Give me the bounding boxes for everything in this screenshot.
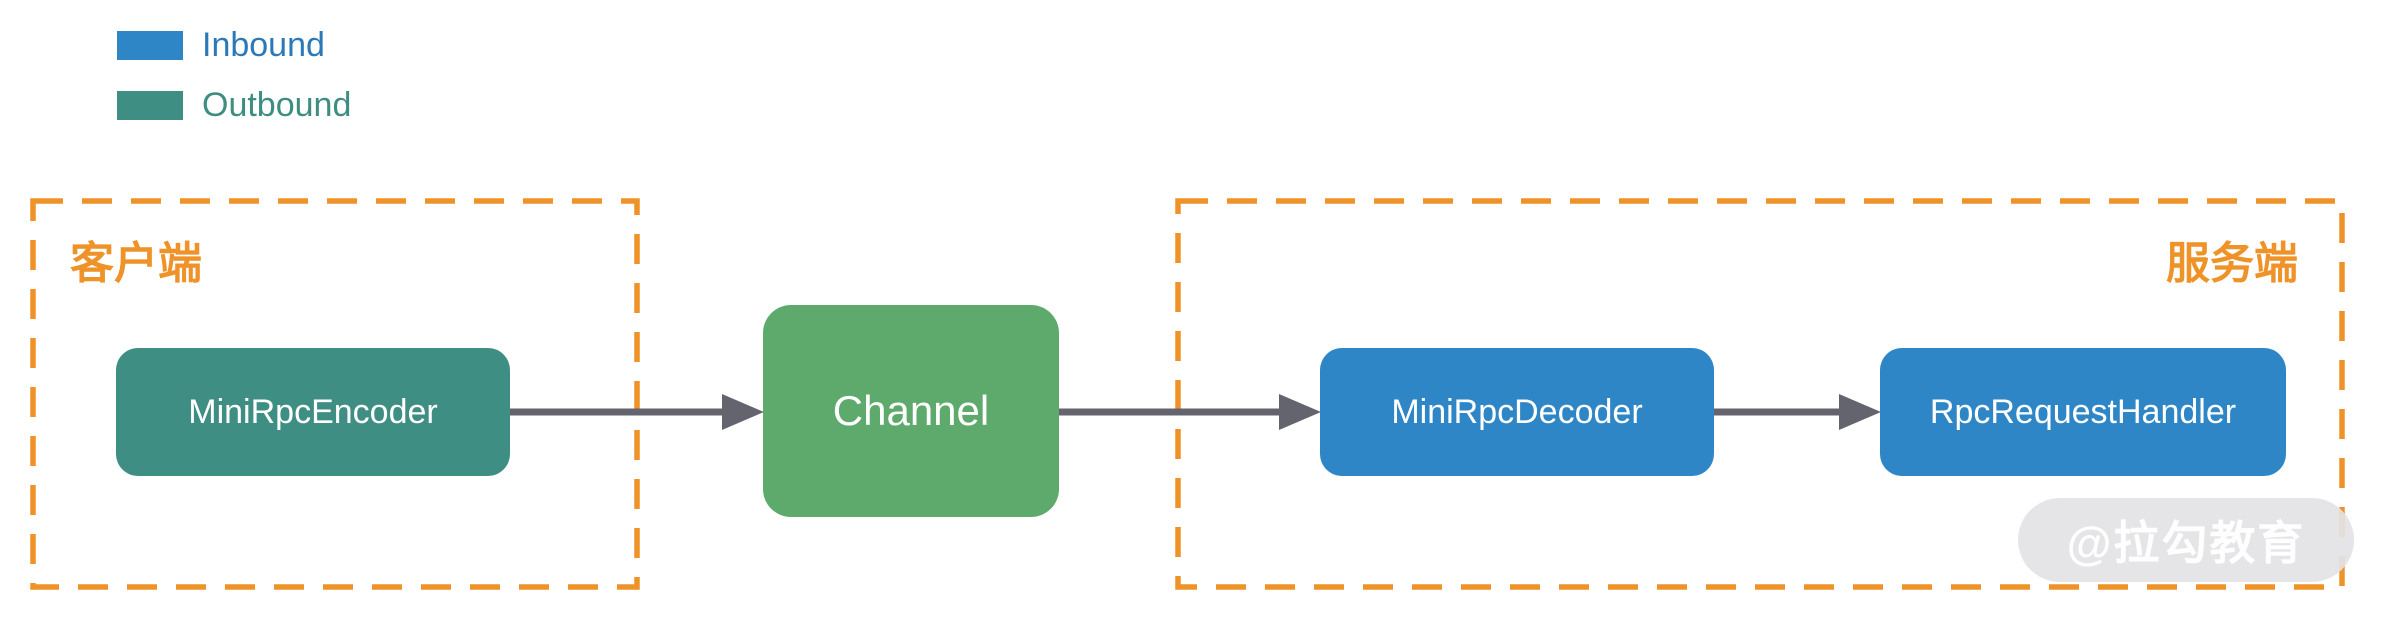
node-minirpcencoder: MiniRpcEncoder <box>116 348 510 476</box>
edge-encoder-to-channel-arrowhead <box>722 394 764 430</box>
inbound-color-swatch <box>117 30 183 60</box>
legend-item-inbound: Inbound <box>117 28 325 62</box>
legend-label-outbound: Outbound <box>202 86 352 124</box>
server-group-label: 服务端 <box>2166 239 2298 288</box>
legend-label-inbound: Inbound <box>202 26 325 64</box>
server-group-border <box>1175 198 2345 590</box>
watermark-badge: @拉勾教育 <box>2018 498 2354 582</box>
edge-decoder-to-handler-arrowhead <box>1839 394 1881 430</box>
outbound-color-swatch <box>117 90 183 120</box>
legend-item-outbound: Outbound <box>117 88 351 122</box>
node-minirpcdecoder: MiniRpcDecoder <box>1320 348 1714 476</box>
node-channel: Channel <box>763 305 1059 517</box>
client-group-border <box>30 198 640 590</box>
node-rpcrequesthandler: RpcRequestHandler <box>1880 348 2286 476</box>
edge-channel-to-decoder-arrowhead <box>1279 394 1321 430</box>
client-group-label: 客户端 <box>70 239 202 288</box>
